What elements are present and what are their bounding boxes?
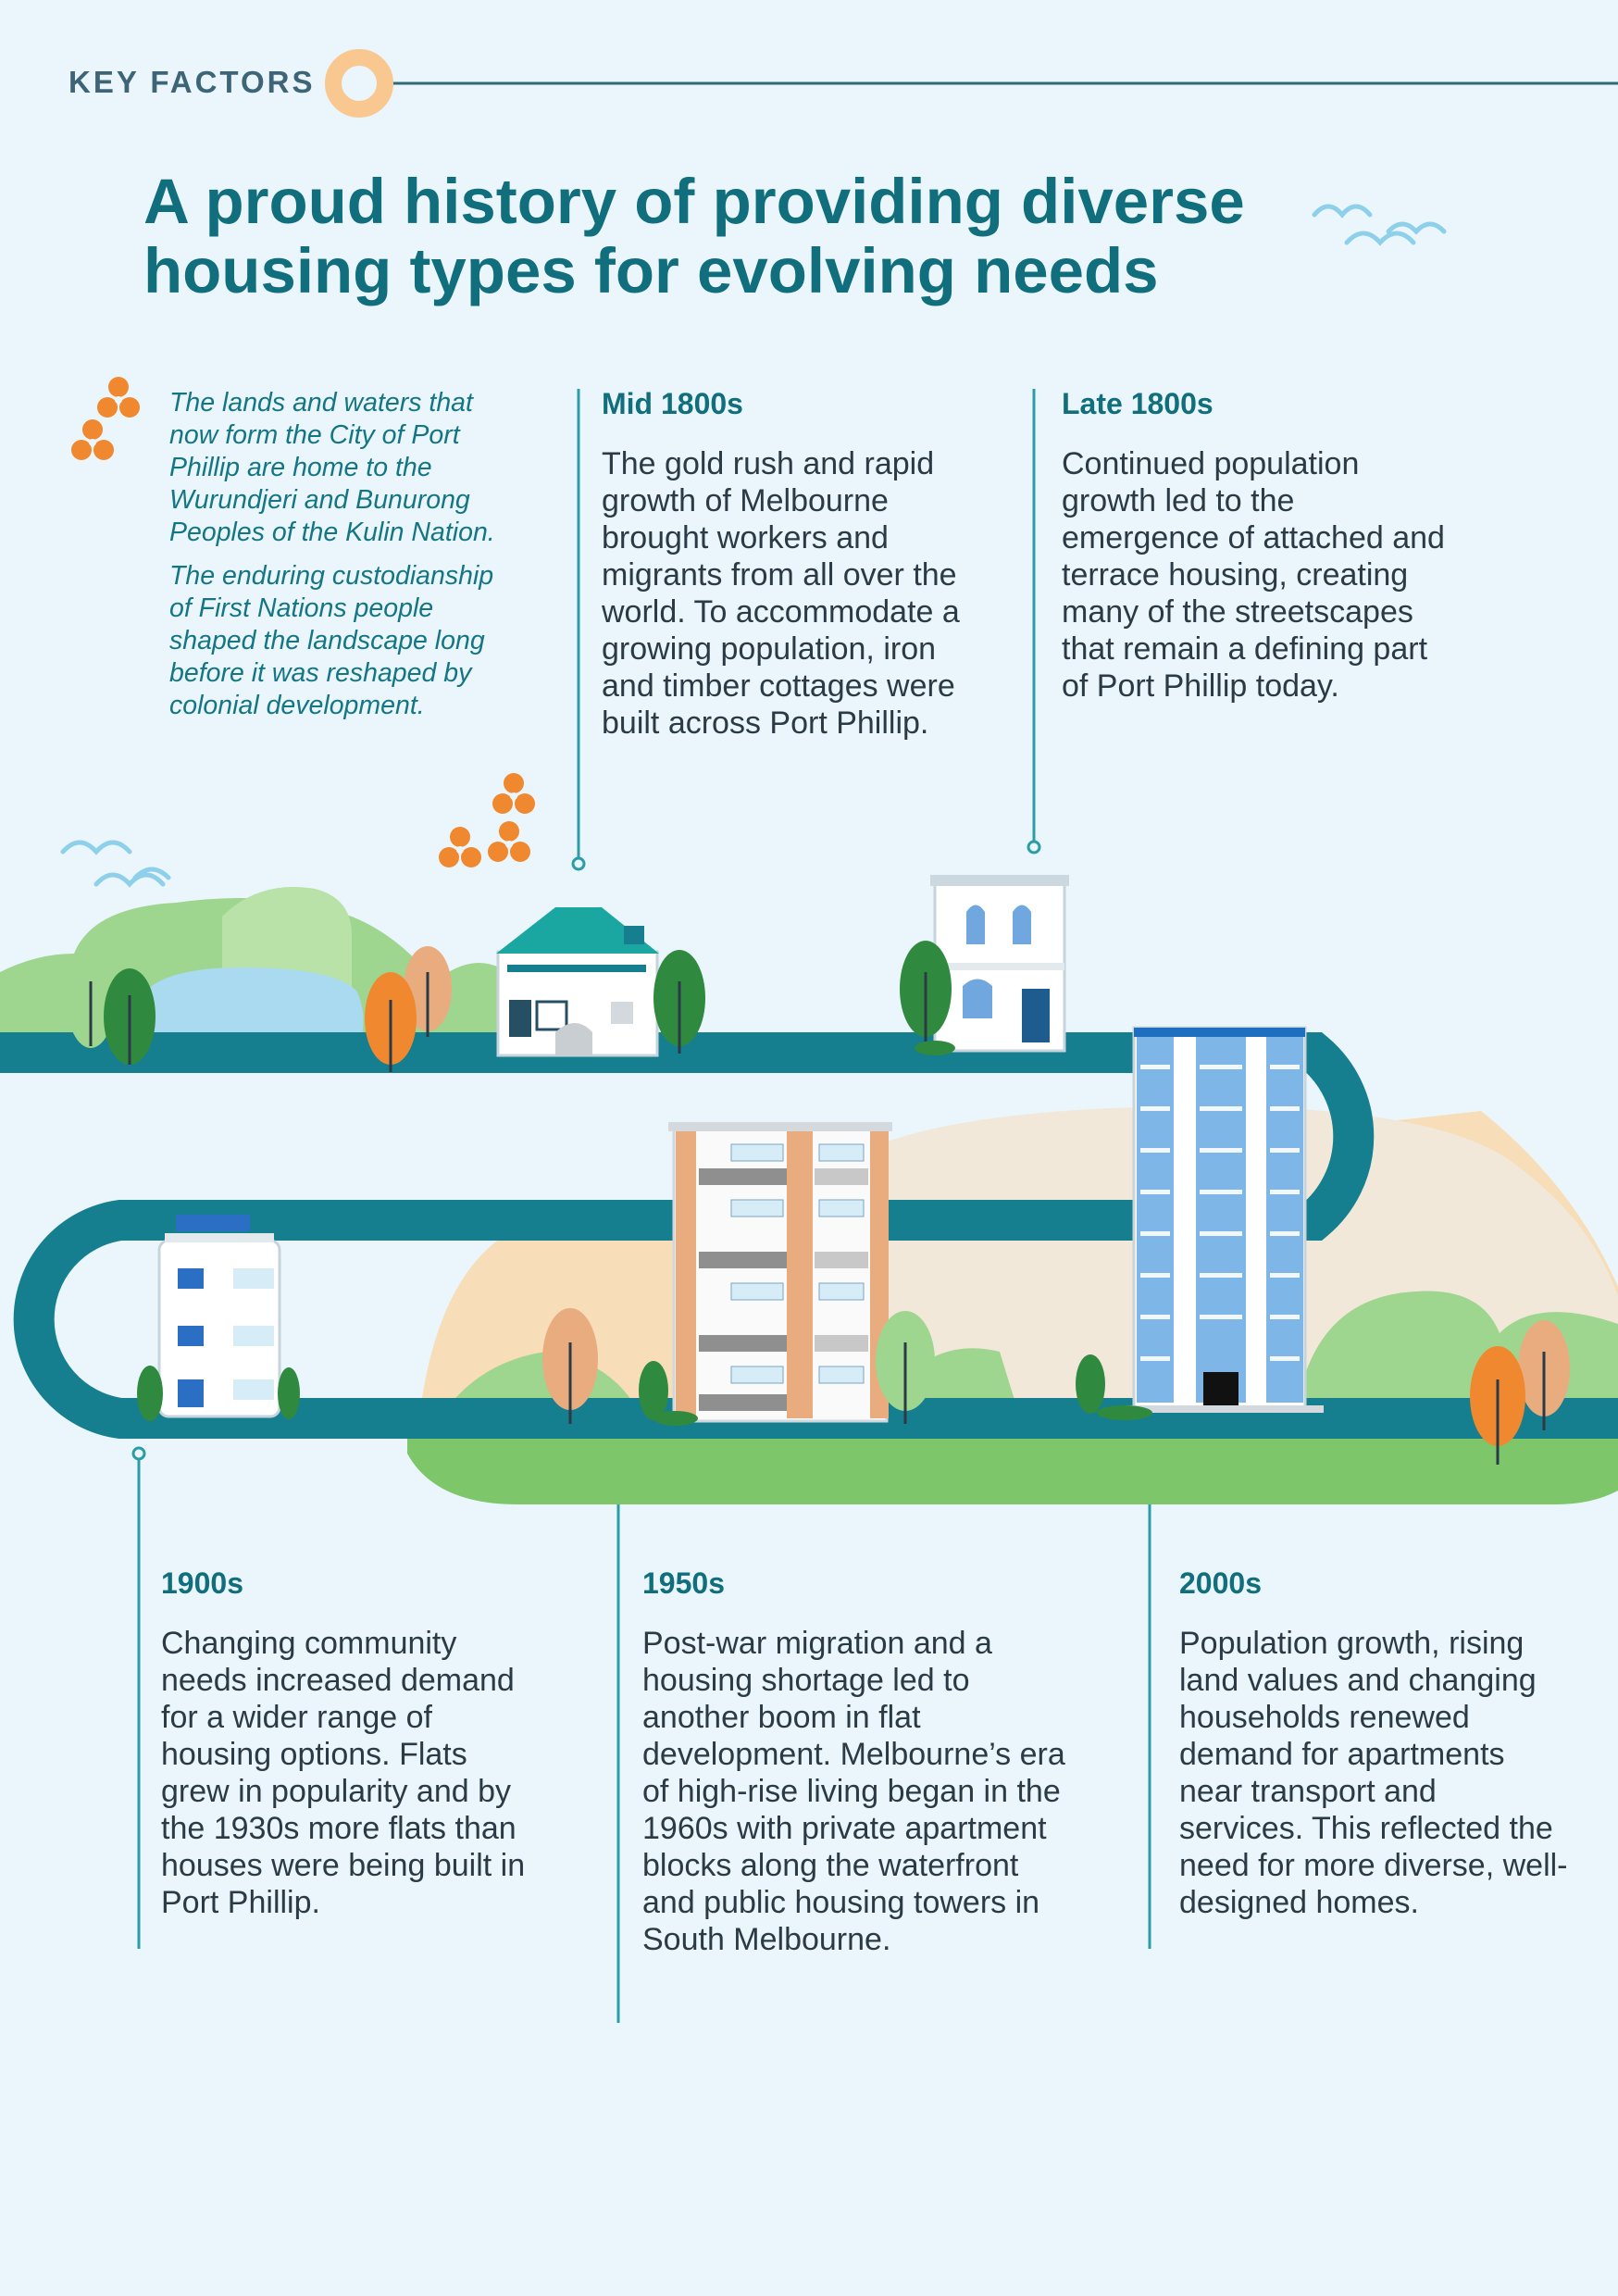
timeline-period: Mid 1800s bbox=[602, 387, 743, 420]
flat-1900s bbox=[157, 1215, 281, 1418]
timeline-item-1950s: 1950s Post-war migration and a housing s… bbox=[642, 1566, 1068, 1958]
timeline-item-2000s: 2000s Population growth, rising land val… bbox=[1179, 1566, 1568, 1921]
tower-2000s bbox=[1125, 1026, 1324, 1413]
tree-icon bbox=[67, 941, 1570, 1465]
terrace-late-1800s bbox=[930, 875, 1069, 1053]
bird-icon bbox=[60, 840, 171, 888]
timeline-period: 1950s bbox=[642, 1566, 725, 1600]
timeline-item-late-1800s: Late 1800s Continued population growth l… bbox=[1062, 387, 1450, 705]
timeline-text: Population growth, rising land values an… bbox=[1179, 1626, 1568, 1920]
page-title: A proud history of providing diverse hou… bbox=[143, 166, 1245, 306]
timeline-period: 2000s bbox=[1179, 1566, 1262, 1600]
intro-paragraph-1: The lands and waters that now form the C… bbox=[169, 388, 495, 547]
aboriginal-motif-icon bbox=[71, 377, 535, 867]
cottage-mid-1800s bbox=[496, 907, 659, 1057]
timeline-text: The gold rush and rapid growth of Melbou… bbox=[602, 446, 960, 741]
winding-road bbox=[0, 1032, 1618, 1439]
apartment-1950s bbox=[668, 1122, 892, 1423]
timeline-item-1900s: 1900s Changing community needs increased… bbox=[161, 1566, 531, 1921]
timeline-period: 1900s bbox=[161, 1566, 243, 1600]
timeline-text: Post-war migration and a housing shortag… bbox=[642, 1626, 1065, 1957]
timeline-text: Continued population growth led to the e… bbox=[1062, 446, 1445, 704]
intro-text: The lands and waters that now form the C… bbox=[169, 387, 503, 733]
bird-icon bbox=[1312, 204, 1447, 246]
timeline-period: Late 1800s bbox=[1062, 387, 1214, 420]
section-label: KEY FACTORS bbox=[68, 65, 316, 99]
intro-paragraph-2: The enduring custodianship of First Nati… bbox=[169, 561, 494, 720]
timeline-text: Changing community needs increased deman… bbox=[161, 1626, 526, 1920]
timeline-item-mid-1800s: Mid 1800s The gold rush and rapid growth… bbox=[602, 387, 990, 742]
ring-icon bbox=[325, 49, 393, 118]
